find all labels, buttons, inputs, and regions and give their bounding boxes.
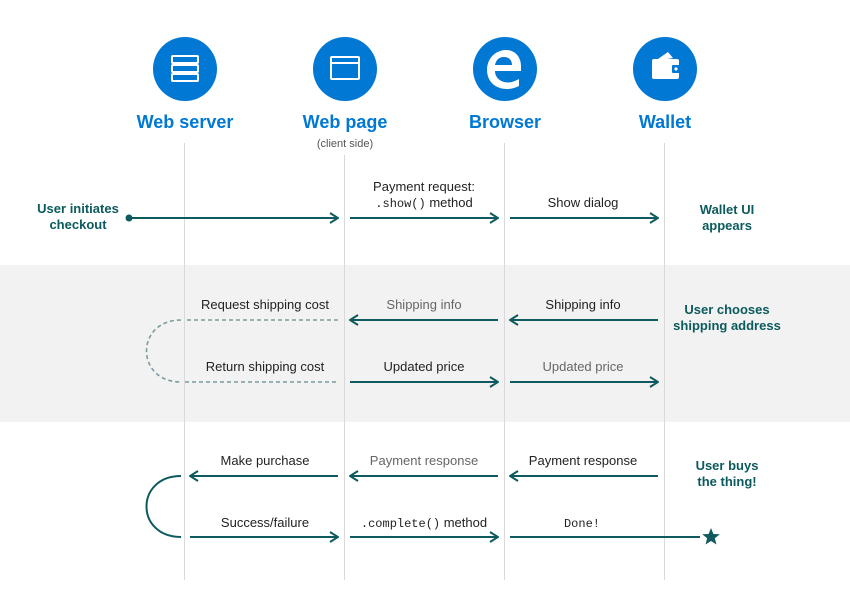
label-show-method: .show() method: [375, 195, 472, 211]
code-complete: .complete(): [361, 517, 440, 531]
label-shipping-info-page: Shipping info: [386, 297, 461, 312]
actor-title-web-server: Web server: [137, 112, 234, 132]
label-updated-price-page: Updated price: [384, 359, 465, 374]
note-wallet-ui-line2: appears: [702, 218, 752, 233]
label-payment-response-browser: Payment response: [529, 453, 637, 468]
lifelines: [184, 143, 665, 580]
actor-subtitle-web-page: (client side): [317, 138, 373, 150]
actor-web-server: Web server: [137, 37, 234, 132]
note-user-chooses-line1: User chooses: [684, 302, 769, 317]
note-user-buys-line1: User buys: [696, 458, 759, 473]
note-user-buys-line2: the thing!: [697, 474, 756, 489]
window-icon: [330, 56, 360, 80]
label-make-purchase: Make purchase: [221, 453, 310, 468]
label-done: Done!: [564, 517, 600, 531]
actor-wallet: Wallet: [633, 37, 697, 132]
note-user-initiates-line2: checkout: [49, 217, 107, 232]
note-user-chooses-shipping: User chooses shipping address: [673, 302, 781, 333]
actor-browser: Browser: [469, 37, 541, 132]
wallet-icon: [652, 52, 680, 79]
actor-title-web-page: Web page: [303, 112, 388, 132]
server-processing-loop: [145, 475, 182, 538]
label-complete-method: .complete() method: [361, 515, 487, 531]
label-show-dialog: Show dialog: [548, 195, 619, 210]
note-user-initiates-checkout: User initiates checkout: [37, 201, 119, 232]
dashed-server-loop: [145, 319, 182, 383]
label-request-shipping-cost: Request shipping cost: [201, 297, 329, 312]
label-shipping-info-browser: Shipping info: [545, 297, 620, 312]
label-return-shipping-cost: Return shipping cost: [206, 359, 325, 374]
shipping-phase-band: [0, 265, 850, 422]
note-user-buys: User buys the thing!: [696, 458, 759, 489]
label-payment-response-page: Payment response: [370, 453, 478, 468]
note-wallet-ui-line1: Wallet UI: [700, 202, 754, 217]
actor-title-wallet: Wallet: [639, 112, 691, 132]
note-user-initiates-line1: User initiates: [37, 201, 119, 216]
actor-title-browser: Browser: [469, 112, 541, 132]
label-complete-method-rest: method: [440, 515, 487, 530]
code-show: .show(): [375, 197, 425, 211]
actor-web-page: Web page (client side): [303, 37, 388, 150]
star-icon: [702, 528, 720, 545]
label-payment-request: Payment request:: [373, 179, 475, 194]
note-wallet-ui-appears: Wallet UI appears: [700, 202, 754, 233]
edge-browser-icon: [487, 50, 521, 89]
label-success-failure: Success/failure: [221, 515, 309, 530]
note-user-chooses-line2: shipping address: [673, 318, 781, 333]
server-icon: [171, 55, 199, 82]
label-updated-price-browser: Updated price: [543, 359, 624, 374]
label-show-method-rest: method: [426, 195, 473, 210]
